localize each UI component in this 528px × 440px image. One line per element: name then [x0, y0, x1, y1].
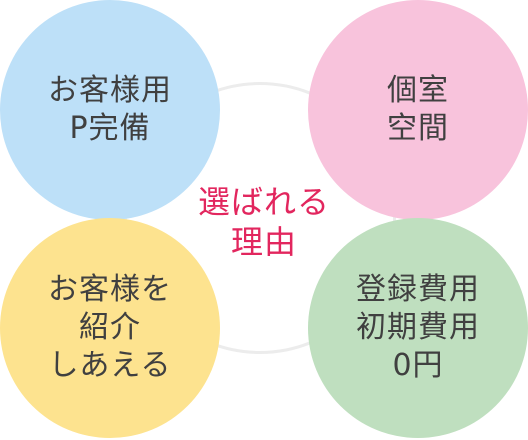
- reason-circle-parking: お客様用 P完備: [0, 0, 220, 220]
- reason-circle-private-room: 個室 空間: [308, 0, 528, 220]
- reason-parking-line-2: P完備: [69, 111, 151, 146]
- center-heading-line-1: 選ばれる: [197, 183, 330, 221]
- center-heading: 選ばれる 理由: [180, 182, 348, 262]
- reason-fees-line-2: 初期費用: [356, 310, 480, 345]
- reason-referral-line-2: 紹介: [79, 310, 141, 345]
- reason-private-room-line-1: 個室: [387, 73, 449, 108]
- reason-fees-line-3: 0円: [392, 348, 444, 383]
- reason-circle-referral: お客様を 紹介 しあえる: [0, 218, 220, 438]
- reason-private-room-line-2: 空間: [387, 111, 449, 146]
- reason-fees-line-1: 登録費用: [356, 272, 480, 307]
- reason-referral-line-1: お客様を: [48, 272, 172, 307]
- center-heading-line-2: 理由: [230, 223, 297, 261]
- reason-circle-fees: 登録費用 初期費用 0円: [308, 218, 528, 438]
- reason-parking-line-1: お客様用: [48, 73, 172, 108]
- reason-referral-line-3: しあえる: [48, 348, 172, 383]
